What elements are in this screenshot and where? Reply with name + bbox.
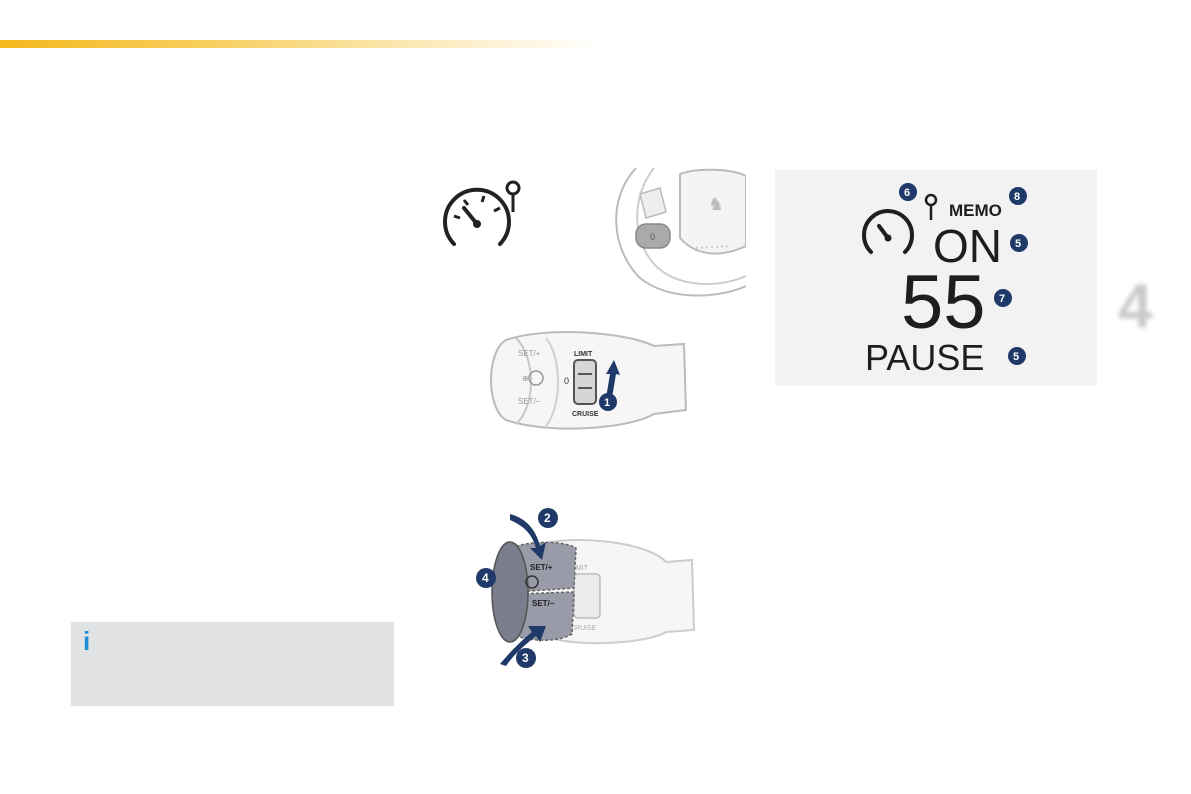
display-memo: MEMO	[949, 201, 1002, 220]
info-icon: i	[83, 626, 91, 656]
info-note-box: i	[71, 622, 394, 706]
instrument-display-panel: 6 MEMO 8 ON 5 55 7 PAUSE 5	[775, 170, 1097, 386]
steering-wheel-illustration: ♞ 0	[615, 168, 746, 297]
display-pause: PAUSE	[865, 337, 984, 378]
callout-2: 2	[544, 511, 551, 525]
lever-set-plus-label: SET/+	[518, 349, 541, 358]
lever-set-minus-label: SET/−	[518, 397, 541, 406]
lever-adjust-illustration: LIMIT CRUISE SET/+ SET/− 2 3 4	[476, 508, 696, 668]
lever-select-illustration: SET/+ SET/− ⊕ 0 LIMIT CRUISE 1	[490, 331, 688, 430]
display-on: ON	[933, 220, 1002, 272]
chapter-number: 4	[1118, 272, 1153, 341]
display-speed: 55	[901, 260, 986, 345]
chapter-header-bar	[0, 40, 600, 48]
lever-side-limit-label: LIMIT	[570, 565, 589, 572]
lever-limit-label: LIMIT	[574, 351, 593, 358]
svg-text:⊕: ⊕	[522, 374, 529, 383]
callout-4: 4	[482, 571, 489, 585]
callout-8: 8	[1014, 191, 1020, 203]
lever-side-cruise-label: CRUISE	[570, 625, 597, 632]
lever-side-set-plus-label: SET/+	[530, 563, 553, 572]
display-illustration: 6 MEMO 8 ON 5 55 7 PAUSE 5	[862, 183, 1028, 378]
lever-side-set-minus-label: SET/−	[532, 599, 555, 608]
callout-5-pause: 5	[1013, 351, 1019, 363]
callout-3: 3	[522, 651, 529, 665]
lever-cruise-label: CRUISE	[572, 411, 599, 418]
svg-text:0: 0	[650, 232, 655, 242]
lever-zero-label: 0	[564, 376, 569, 386]
callout-5-on: 5	[1015, 238, 1021, 250]
speed-limiter-icon	[443, 180, 521, 246]
callout-6: 6	[904, 187, 910, 199]
callout-1: 1	[604, 397, 610, 409]
callout-7: 7	[999, 293, 1005, 305]
svg-text:♞: ♞	[708, 194, 724, 214]
